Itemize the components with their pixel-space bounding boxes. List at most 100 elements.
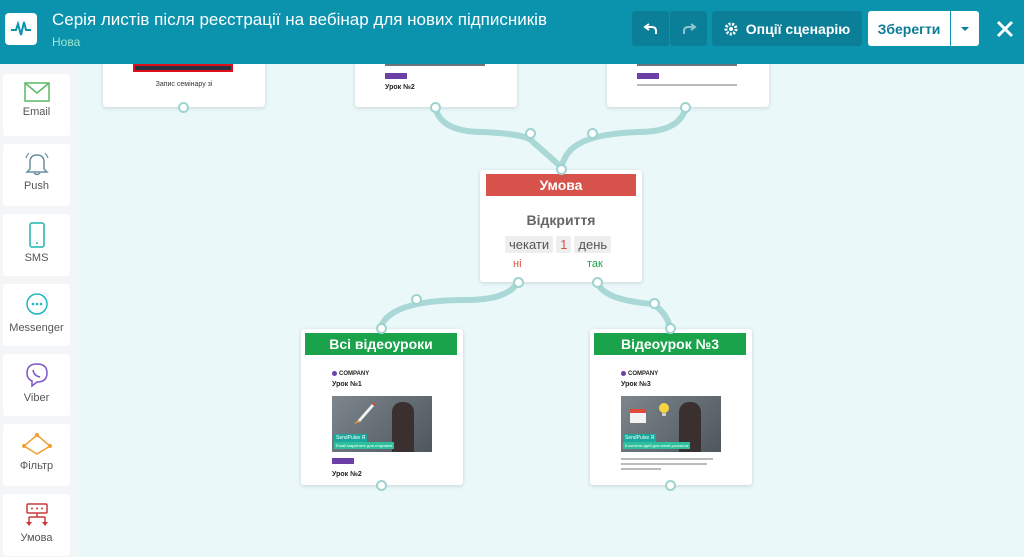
condition-wait-row: чекати 1 день [505,236,612,253]
email-header: Всі відеоуроки [305,333,457,355]
text-preview-line [621,468,661,470]
sidebar-item-viber[interactable]: Viber [3,354,70,416]
sidebar-item-label: Умова [20,532,53,544]
company-name: COMPANY [628,371,659,377]
scenario-options-button[interactable]: Опції сценарію [712,11,862,46]
branch-no-label: ні [513,258,522,270]
sidebar-item-messenger[interactable]: Messenger [3,284,70,346]
sidebar-item-condition[interactable]: Умова [3,494,70,556]
lesson-title: Урок №2 [332,471,362,478]
caret-down-icon [961,26,969,31]
company-logo-icon [332,371,337,376]
gear-icon [724,22,738,35]
condition-card[interactable]: Умова Відкриття чекати 1 день ні так [480,170,642,282]
thumbnail-image [385,64,485,66]
wait-unit: день [574,236,612,253]
thumbnail-image [637,64,737,66]
bell-icon [24,152,49,176]
calendar-icon [630,409,646,423]
connector-dot[interactable] [665,480,676,491]
video-thumbnail: SendPulse Я Email маркетинг для стартапі… [332,396,432,452]
card-caption: Запис семінару зі [155,81,213,88]
company-logo-icon [621,371,626,376]
presenter-figure [679,402,701,452]
connector-dot[interactable] [649,298,660,309]
pulse-logo-icon[interactable] [5,13,37,45]
sidebar-item-label: Email [22,106,51,118]
cta-button-preview [637,73,659,79]
sendpulse-badge: SendPulse Я [334,434,368,442]
email-card-all-lessons[interactable]: Всі відеоуроки COMPANY Урок №1 SendPulse… [301,329,463,485]
flow-connectors [377,107,688,332]
cta-button-preview [332,458,354,464]
sidebar-item-email[interactable]: Email [3,74,70,136]
flow-canvas[interactable]: Запис семінару зі Урок №2 Умова Відкритт… [78,64,1024,557]
branch-no-dot[interactable] [513,277,524,288]
element-palette-sidebar: Email Push SMS Messenger Viber Фільтр Ум… [0,64,78,557]
lesson-title: Урок №1 [332,381,362,388]
video-thumbnail: SendPulse Я 5 контент-ідей для email-роз… [621,396,721,452]
sidebar-item-label: Push [23,180,50,192]
sidebar-item-label: Viber [23,392,50,404]
connector-dot[interactable] [376,323,387,334]
condition-header: Умова [486,174,636,196]
undo-icon [642,22,657,34]
branch-yes-label: так [587,258,603,270]
connector-dot[interactable] [430,102,441,113]
condition-title: Відкриття [526,212,596,228]
sidebar-item-label: SMS [24,252,49,264]
phone-icon [28,222,45,248]
wait-value: 1 [556,236,572,253]
badge-subtitle: 5 контент-ідей для email-розсилок [623,442,691,449]
close-button[interactable] [990,14,1020,44]
wait-label: чекати [505,236,554,253]
rocket-icon [354,401,376,424]
sidebar-item-push[interactable]: Push [3,144,70,206]
connector-dot[interactable] [411,294,422,305]
redo-icon [682,22,697,34]
sidebar-item-label: Messenger [9,322,64,334]
condition-icon [25,503,48,526]
branch-yes-dot[interactable] [592,277,603,288]
title-block: Серія листів після реєстрації на вебінар… [52,10,547,49]
scenario-options-label: Опції сценарію [745,20,851,37]
status-label: Нова [52,35,81,49]
connector-dot[interactable] [680,102,691,113]
email-card-top-right[interactable] [607,64,769,107]
connector-dot[interactable] [178,102,189,113]
redo-button[interactable] [670,11,707,46]
connector-dot[interactable] [376,480,387,491]
close-icon [996,20,1014,38]
undo-button[interactable] [632,11,669,46]
connector-dot[interactable] [587,128,598,139]
app-header: Серія листів після реєстрації на вебінар… [0,0,1024,64]
connector-dot[interactable] [665,323,676,334]
viber-icon [25,363,48,388]
badge-subtitle: Email маркетинг для стартапів [334,442,395,449]
connector-dot[interactable] [556,164,567,175]
email-card-top-left[interactable]: Запис семінару зі [103,64,265,107]
save-button[interactable]: Зберегти [868,11,950,46]
cta-button-preview [385,73,407,79]
chat-icon [25,293,48,315]
lesson-title: Урок №3 [621,381,651,388]
email-card-lesson-3[interactable]: Відеоурок №3 COMPANY Урок №3 SendPulse Я… [590,329,752,485]
email-card-top-middle[interactable]: Урок №2 [355,64,517,107]
text-preview-line [621,463,707,465]
text-preview-line [637,84,737,86]
text-preview-line [621,458,713,460]
company-name: COMPANY [339,371,370,377]
presenter-figure [392,402,414,452]
video-player-thumbnail [133,64,233,72]
email-header: Відеоурок №3 [594,333,746,355]
connector-dot[interactable] [525,128,536,139]
sendpulse-badge: SendPulse Я [623,434,657,442]
sidebar-item-sms[interactable]: SMS [3,214,70,276]
lightbulb-icon [659,403,669,416]
sidebar-item-filter[interactable]: Фільтр [3,424,70,486]
sidebar-item-label: Фільтр [19,460,54,472]
save-dropdown-button[interactable] [951,11,979,46]
envelope-icon [23,82,50,102]
page-title: Серія листів після реєстрації на вебінар… [52,10,547,29]
lesson-title: Урок №2 [385,84,415,91]
